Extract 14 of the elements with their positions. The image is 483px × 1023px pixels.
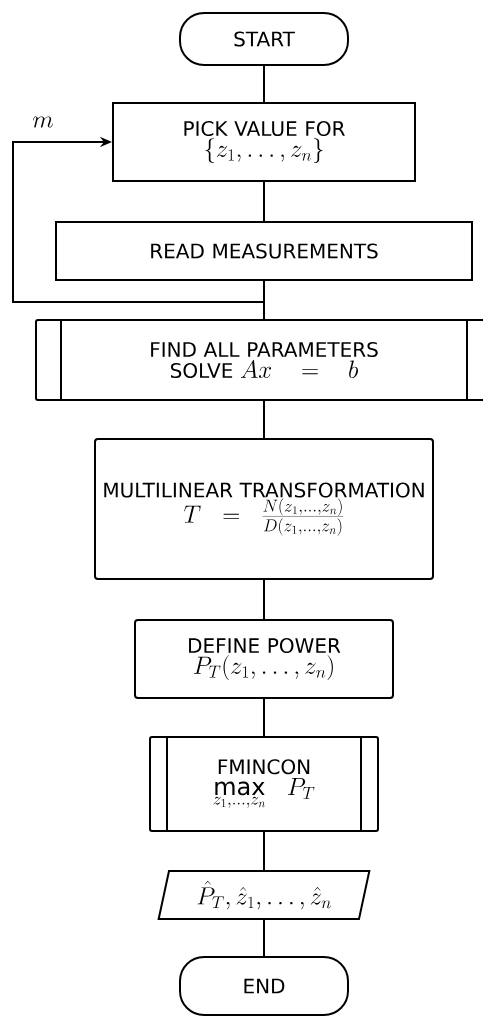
connector-line (263, 919, 265, 957)
connector-line (263, 65, 265, 103)
process-box: MULTILINEAR TRANSFORMATION $T = \frac{N(z_1,\ldots,z_n)}{D(z_1,\ldots,z_n)}$ (94, 438, 434, 580)
connector-line (263, 831, 265, 871)
loop-arrow (12, 136, 265, 303)
process-box: PICK VALUE FOR $\{z_1, \ldots, z_n\}$ (112, 102, 416, 182)
process-box: DEFINE POWER $P_T(z_1, \ldots, z_n)$ (134, 619, 394, 699)
connector-line (263, 181, 265, 222)
connector-line (263, 698, 265, 737)
output-parallelogram: $\hat{P}_T, \hat{z}_1, \ldots, \hat{z}_n$ (157, 870, 371, 920)
edge-label: m (33, 116, 53, 128)
connector-line (263, 579, 265, 620)
process-box: READ MEASUREMENTS (55, 221, 473, 281)
connector-line (263, 400, 265, 439)
